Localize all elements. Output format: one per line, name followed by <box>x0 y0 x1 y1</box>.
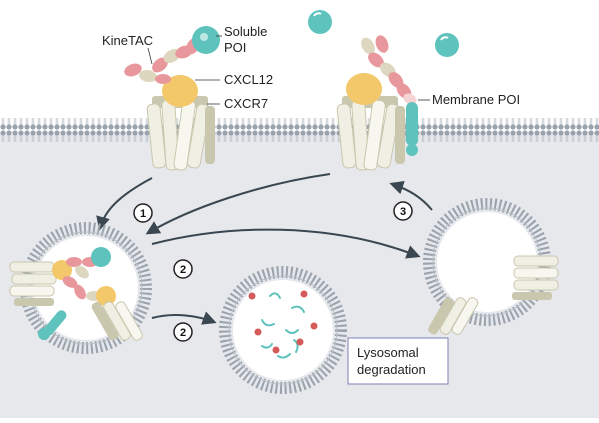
arrow-recycle-to-surface <box>389 180 433 211</box>
lysosome-degraded-poi <box>261 292 305 359</box>
step-2-label-upper: 2 <box>180 264 186 276</box>
arrow-to-recycling <box>151 228 421 259</box>
membrane-poi <box>406 102 418 156</box>
step-2-badge-lower: 2 <box>173 322 193 342</box>
label-soluble-poi-1: Soluble <box>224 24 267 39</box>
step-1-badge: 1 <box>133 203 153 223</box>
endosome-receptor-right <box>91 301 143 341</box>
arrow-to-lysosome <box>151 311 217 325</box>
lysosomal-label-box <box>347 337 449 385</box>
label-cxcr7: CXCR7 <box>224 96 268 111</box>
cxcl12-right <box>346 73 382 105</box>
lysosome-enzymes <box>248 290 318 354</box>
endosome-membrane-poi <box>38 310 67 340</box>
step-2-badge-upper: 2 <box>173 259 193 279</box>
kinetac-antibody-right <box>361 35 417 105</box>
arrow-from-right-complex <box>145 173 331 235</box>
cxcl12-left <box>162 75 198 107</box>
endosome-receptor-left <box>9 261 57 306</box>
step-3-label: 3 <box>400 206 406 218</box>
label-lysosomal-1: Lysosomal <box>357 345 419 360</box>
plasma-membrane <box>0 116 599 142</box>
endosome-cxcl12-left <box>52 260 72 280</box>
endosome-cxcl12-right <box>96 286 116 306</box>
step-3-badge: 3 <box>393 201 413 221</box>
kinetac-antibody-left <box>124 37 200 84</box>
label-cxcl12: CXCL12 <box>224 72 273 87</box>
lysosome <box>219 266 347 394</box>
recycling-receptor-top <box>512 255 559 300</box>
step-2-label-lower: 2 <box>180 327 186 339</box>
label-soluble-poi-2: POI <box>224 40 246 55</box>
label-kinetac: KineTAC <box>102 33 153 48</box>
arrow-endocytosis <box>96 177 153 231</box>
endosome-kinetac <box>62 257 102 301</box>
label-lysosomal-2: degradation <box>357 362 426 377</box>
endosome-soluble-poi <box>91 247 111 267</box>
step-1-label: 1 <box>140 208 146 220</box>
recycling-receptor-bottom <box>428 297 479 335</box>
label-membrane-poi: Membrane POI <box>432 92 520 107</box>
